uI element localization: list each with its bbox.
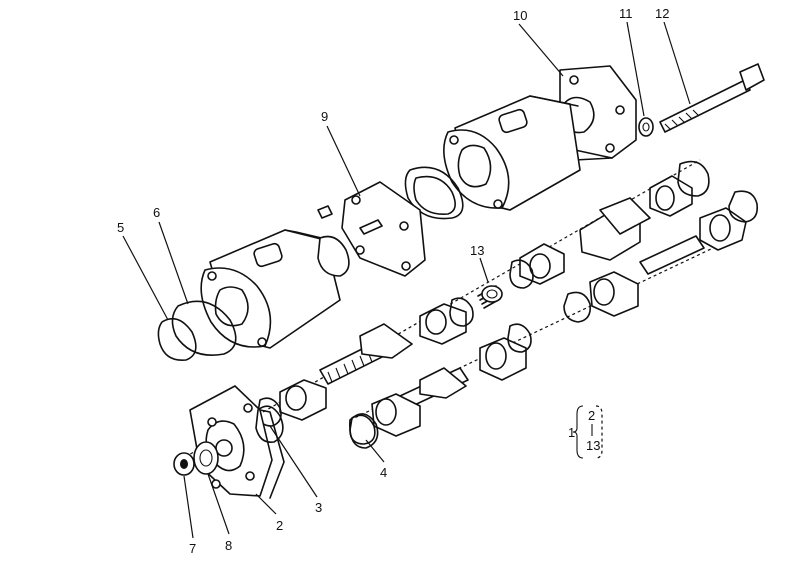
lower-shaft-row (349, 190, 759, 445)
callout-6: 6 (153, 205, 160, 220)
legend-child-a: 2 (588, 408, 595, 423)
mid-plate-part-9 (317, 181, 426, 277)
shaft-seal-part-8 (193, 441, 219, 475)
seal-part-5 (157, 317, 197, 361)
legend-child-b: 13 (586, 438, 600, 453)
callout-12: 12 (655, 6, 669, 21)
oring-part-3 (255, 405, 284, 444)
callout-11: 11 (619, 6, 633, 21)
bolt-part-12 (659, 63, 765, 133)
spring-part-13 (477, 285, 503, 309)
callout-8: 8 (225, 538, 232, 553)
callout-7: 7 (189, 541, 196, 556)
seal-part-6 (171, 300, 237, 356)
front-gear-housing (200, 229, 350, 349)
callout-2: 2 (276, 518, 283, 533)
callout-3: 3 (315, 500, 322, 515)
leader-lines (122, 21, 691, 539)
callout-4: 4 (380, 465, 387, 480)
callout-5: 5 (117, 220, 124, 235)
callouts: 10 11 12 9 5 6 13 4 3 2 8 7 (117, 6, 669, 556)
nut-part-7 (173, 452, 195, 476)
callout-10: 10 (513, 8, 527, 23)
callout-13: 13 (470, 243, 484, 258)
legend-parent: 1 (568, 425, 575, 440)
assembly-legend: 1 2 13 (568, 405, 603, 459)
rear-gear-housing (443, 95, 581, 211)
callout-9: 9 (321, 109, 328, 124)
seal-ring-part-4 (349, 413, 379, 449)
washer-part-11 (638, 117, 654, 137)
rear-seal (404, 166, 464, 220)
upper-shaft-row (257, 160, 710, 427)
